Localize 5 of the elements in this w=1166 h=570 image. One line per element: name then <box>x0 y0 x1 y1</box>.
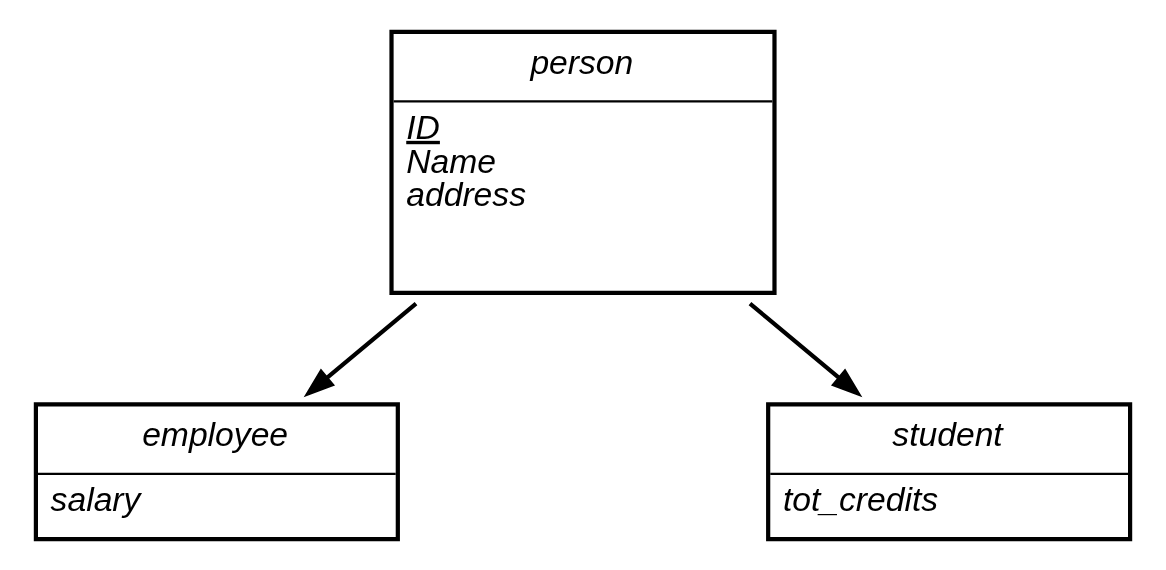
node-box: person ID Name address <box>389 29 777 295</box>
node-box: student tot_credits <box>766 401 1133 541</box>
arrow <box>748 301 863 397</box>
arrow <box>303 301 418 397</box>
node-box: employee salary <box>33 401 400 541</box>
